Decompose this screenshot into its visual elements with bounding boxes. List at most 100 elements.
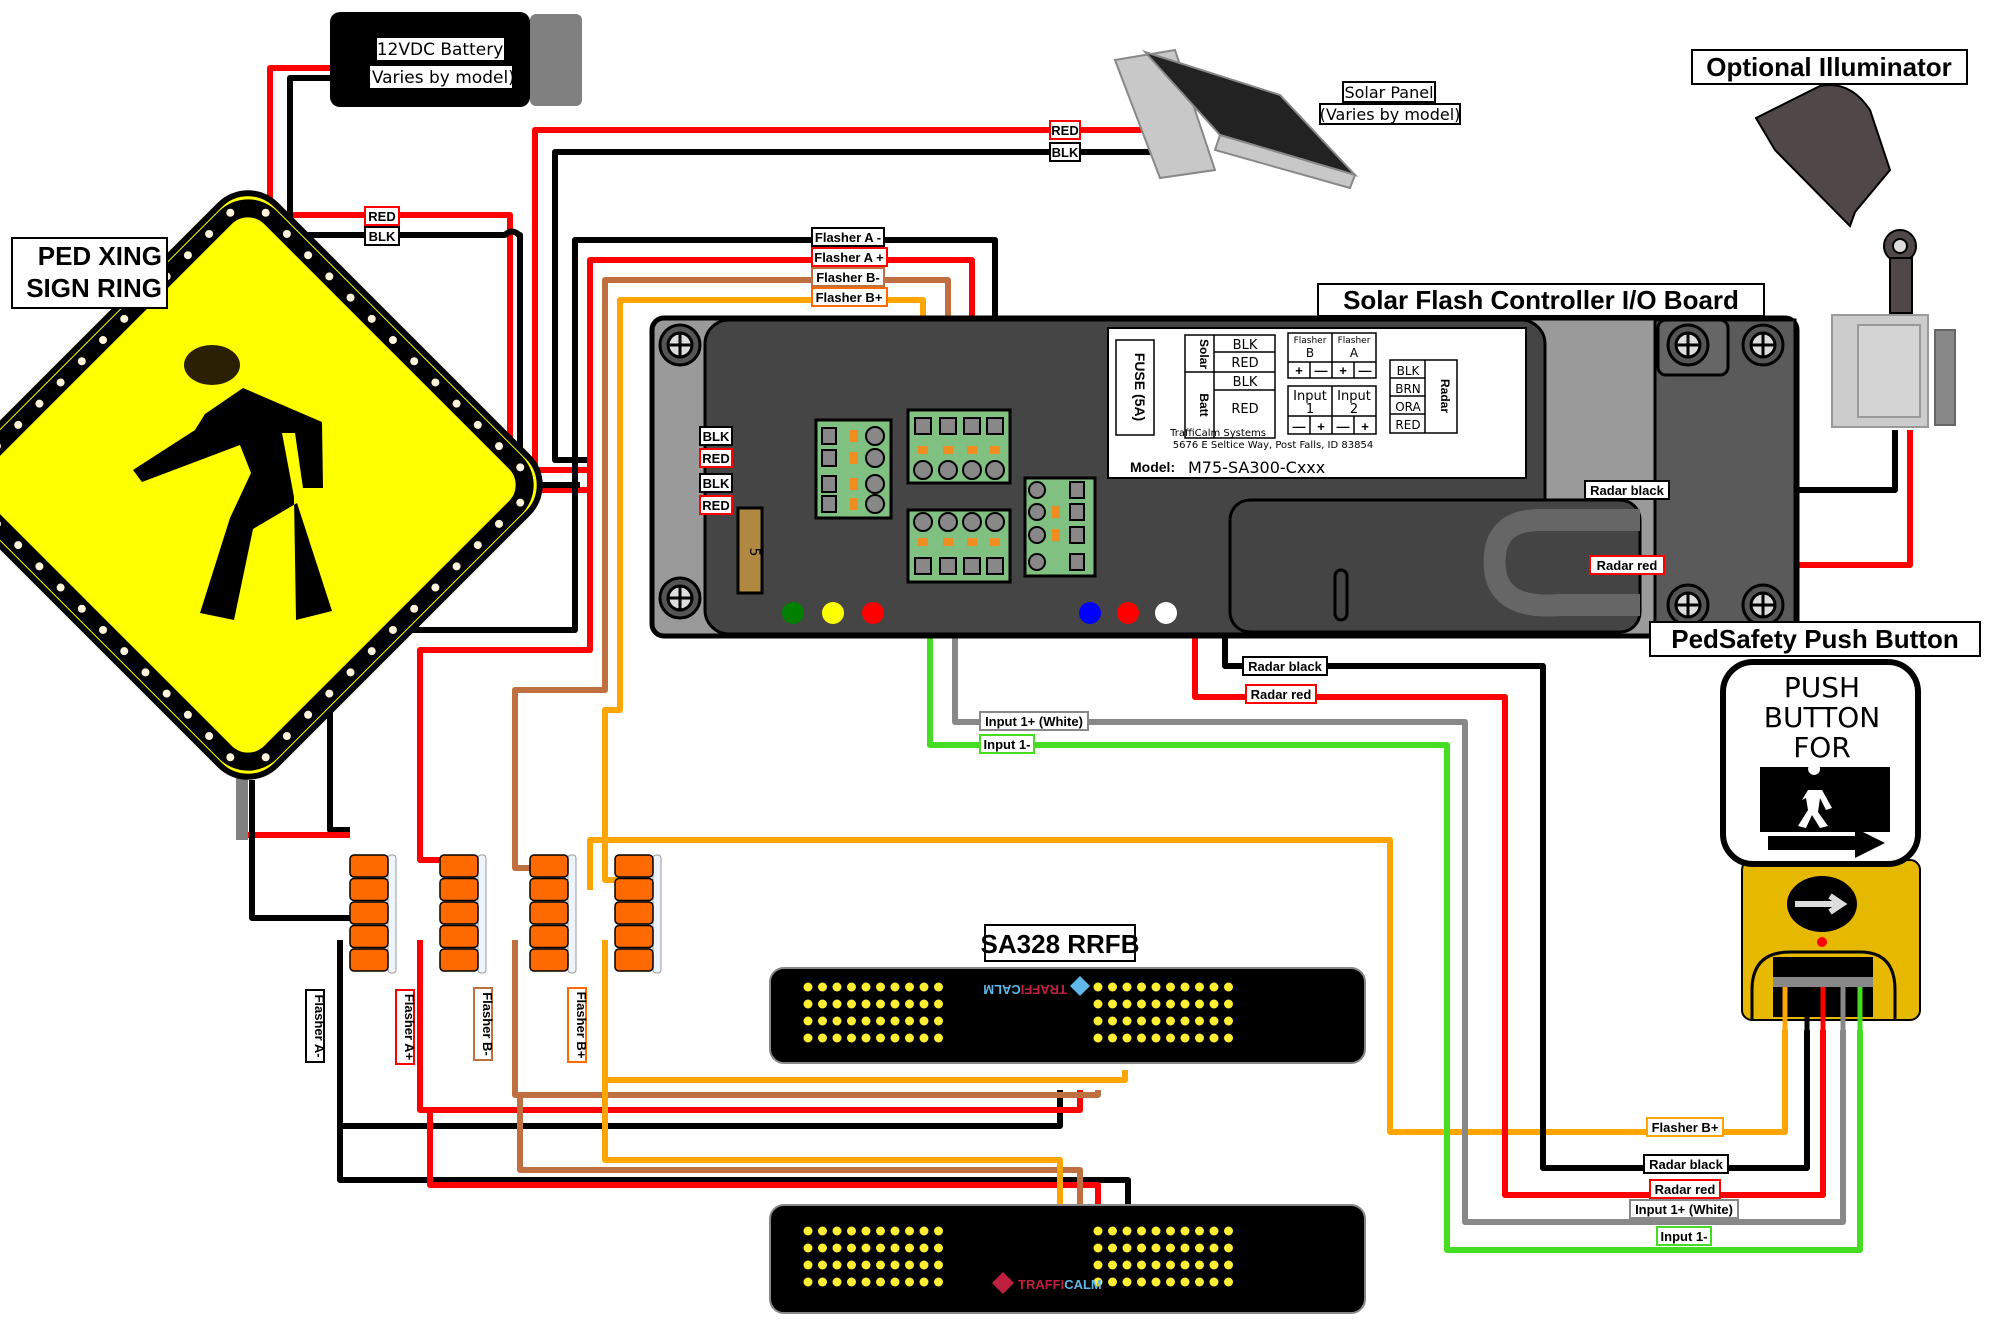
svg-text:RED: RED — [1395, 418, 1420, 432]
sign-led — [77, 604, 86, 613]
svg-text:Input 1-: Input 1- — [1661, 1229, 1708, 1244]
sign-led — [410, 604, 419, 613]
led-dot — [905, 1226, 914, 1236]
led-dot — [1122, 1226, 1132, 1236]
sign-led — [304, 710, 313, 719]
pedestrian-icon — [133, 345, 332, 620]
led-dot — [1093, 1277, 1103, 1287]
led-dot — [803, 1277, 813, 1287]
led-dot — [1151, 1033, 1161, 1043]
screw-icon — [1741, 323, 1785, 367]
led-dot — [861, 1277, 871, 1287]
svg-text:+: + — [1361, 419, 1369, 434]
tag-input1-plus-mid: Input 1+ (White) — [979, 711, 1089, 731]
sign-led — [282, 229, 291, 238]
led-dot — [1108, 1016, 1117, 1026]
status-led-green — [782, 602, 804, 624]
led-dot — [1180, 982, 1190, 992]
led-dot — [818, 1226, 827, 1236]
led-dot — [818, 1243, 827, 1253]
io-board: 5 — [649, 315, 1800, 639]
led-dot — [934, 1016, 943, 1026]
led-dot — [832, 1226, 842, 1236]
arrow-right-icon — [1768, 828, 1885, 858]
sign-led — [77, 357, 86, 366]
terminal-block-radar — [1023, 476, 1097, 578]
led-dot — [1166, 1226, 1175, 1236]
sign-led — [226, 208, 235, 217]
led-dot — [1151, 1016, 1161, 1026]
connector-lever — [349, 854, 389, 878]
wire-flasher-b-plus-long — [587, 837, 1788, 1135]
tag-board-blk-1: BLK — [699, 426, 733, 446]
terminal-block-flasher — [906, 408, 1012, 485]
led-dot — [876, 1016, 885, 1026]
led-array — [1093, 1226, 1233, 1287]
led-dot — [1151, 1226, 1161, 1236]
connector-lever — [529, 924, 569, 949]
push-button: PUSH BUTTON FOR — [1720, 659, 1921, 1030]
connector-lever — [439, 924, 479, 949]
led-dot — [861, 1016, 871, 1026]
svg-text:Batt: Batt — [1197, 393, 1211, 416]
svg-text:BLK: BLK — [1233, 338, 1258, 353]
led-dot — [1108, 1260, 1117, 1270]
led-dot — [876, 1033, 885, 1043]
led-dot — [832, 999, 842, 1009]
svg-text:TRAFFICALM: TRAFFICALM — [983, 982, 1067, 997]
battery-label-line1: 12VDC Battery — [377, 40, 504, 60]
svg-text:RED: RED — [368, 209, 395, 224]
led-dot — [934, 1033, 943, 1043]
sign-led — [304, 251, 313, 260]
svg-text:1: 1 — [1306, 402, 1314, 417]
led-dot — [1108, 982, 1117, 992]
led-dot — [1166, 1016, 1175, 1026]
led-dot — [1108, 999, 1117, 1009]
sign-led — [99, 336, 108, 345]
push-button-sign-line1: PUSH — [1784, 671, 1860, 704]
wire-sign-black — [249, 780, 350, 921]
led-dot — [1122, 1260, 1132, 1270]
led-dot — [1195, 999, 1204, 1009]
led-dot — [832, 982, 842, 992]
tag-v-flasher-a-minus: Flasher A- — [305, 989, 327, 1063]
svg-text:+: + — [1339, 363, 1347, 378]
led-dot — [847, 1226, 856, 1236]
trafficalm-logo: TRAFFICALM — [1018, 1277, 1102, 1292]
led-dot — [1137, 1016, 1146, 1026]
connector-lever — [439, 854, 479, 878]
led-dot — [818, 999, 827, 1009]
led-dot — [905, 1033, 914, 1043]
svg-text:BLK: BLK — [703, 429, 730, 444]
led-dot — [1122, 1277, 1132, 1287]
led-dot — [1093, 1033, 1103, 1043]
sign-led — [367, 314, 376, 323]
sign-led — [282, 732, 291, 741]
svg-text:Flasher A +: Flasher A + — [814, 250, 884, 265]
svg-text:RED: RED — [1231, 402, 1258, 417]
wire-v-flasher-b-plus — [602, 940, 1128, 1083]
svg-text:—: — — [1293, 419, 1306, 434]
led-dot — [1122, 1033, 1132, 1043]
led-dot — [1122, 982, 1132, 992]
led-array — [803, 1226, 943, 1287]
sign-led — [367, 647, 376, 656]
sign-led — [162, 689, 171, 698]
wire-radar-red-pb — [1040, 562, 1826, 1198]
sign-led — [431, 378, 440, 387]
wire-flasher-b-minus — [512, 277, 951, 871]
led-dot — [876, 982, 885, 992]
led-dot — [1180, 1277, 1190, 1287]
svg-text:Flasher A+: Flasher A+ — [402, 994, 417, 1061]
led-dot — [1209, 1277, 1219, 1287]
led-dot — [1195, 1260, 1204, 1270]
wire-v-flasher-a-plus — [417, 940, 1083, 1113]
svg-text:Flasher B+: Flasher B+ — [816, 290, 883, 305]
push-button-sign-line2: BUTTON — [1764, 701, 1880, 734]
led-dot — [1209, 982, 1219, 992]
led-dot — [861, 982, 871, 992]
tag-pb-radar-black: Radar black — [1643, 1154, 1729, 1174]
svg-text:Input 1-: Input 1- — [984, 737, 1031, 752]
led-dot — [1224, 982, 1233, 992]
led-dot — [861, 1033, 871, 1043]
